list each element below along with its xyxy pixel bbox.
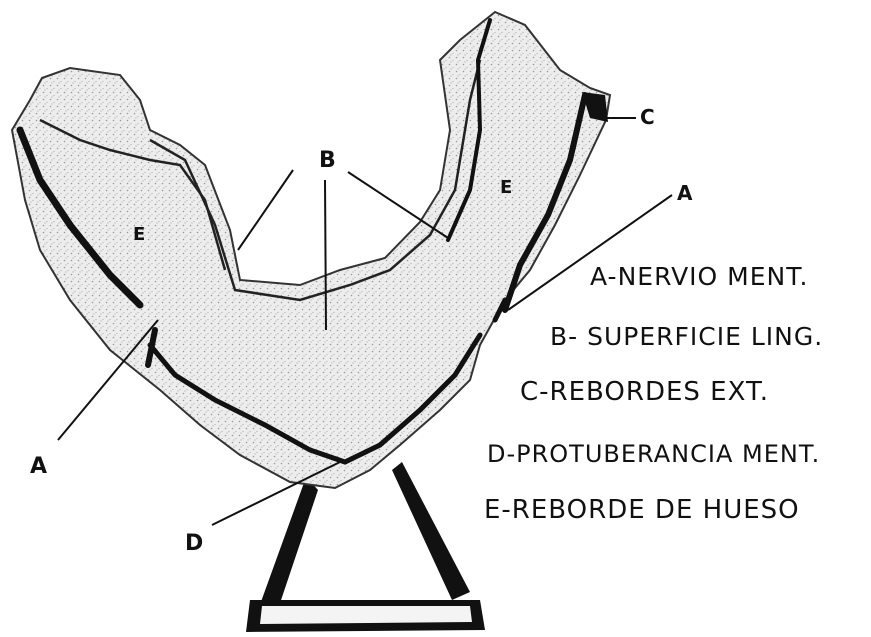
label-a-left: A [30, 454, 47, 479]
label-e-left: E [133, 224, 145, 245]
mandible-bone [12, 12, 610, 488]
legend-item-c: C-REBORDES EXT. [520, 377, 769, 407]
leader-b-center [325, 180, 326, 330]
legend-item-e: E-REBORDE DE HUESO [484, 495, 800, 525]
mandible-outline [12, 12, 610, 488]
label-b: B [319, 148, 336, 173]
legend-item-a: A-NERVIO MENT. [590, 262, 809, 291]
leader-b-left [238, 170, 293, 250]
legend-item-d: D-PROTUBERANCIA MENT. [487, 440, 820, 468]
legend-item-b: B- SUPERFICIE LING. [550, 322, 823, 351]
label-e-right: E [500, 177, 512, 198]
label-d: D [185, 531, 203, 556]
stand [246, 462, 485, 632]
label-c: C [640, 105, 655, 129]
label-a-right: A [677, 181, 693, 205]
legend: A-NERVIO MENT. B- SUPERFICIE LING. C-REB… [484, 262, 823, 525]
